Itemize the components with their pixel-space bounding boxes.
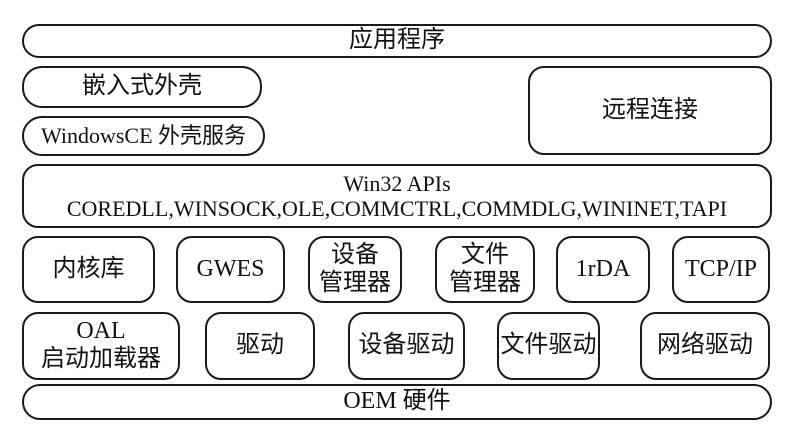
irda-box: 1rDA bbox=[556, 236, 650, 303]
oal-bootloader-box: OAL 启动加载器 bbox=[22, 312, 180, 380]
box-label: TCP/IP bbox=[684, 255, 758, 282]
applications-layer: 应用程序 bbox=[22, 24, 772, 58]
network-drivers-box: 网络驱动 bbox=[640, 312, 770, 380]
embedded-shell-box: 嵌入式外壳 bbox=[22, 66, 262, 108]
remote-connection-box: 远程连接 bbox=[528, 66, 772, 155]
drivers-box: 驱动 bbox=[205, 312, 315, 380]
file-manager-box: 文件 管理器 bbox=[435, 236, 535, 303]
wince-shell-services-box: WindowsCE 外壳服务 bbox=[22, 116, 265, 156]
box-label: 管理器 bbox=[449, 269, 521, 296]
remote-connection-label: 远程连接 bbox=[602, 96, 698, 123]
device-manager-box: 设备 管理器 bbox=[308, 236, 402, 303]
box-label: 文件 bbox=[461, 241, 509, 268]
box-label: 设备驱动 bbox=[358, 332, 455, 359]
box-label: 1rDA bbox=[575, 255, 631, 282]
file-drivers-box: 文件驱动 bbox=[497, 312, 600, 380]
kernel-library-box: 内核库 bbox=[22, 236, 155, 303]
win32-api-list: COREDLL,WINSOCK,OLE,COMMCTRL,COMMDLG,WIN… bbox=[66, 196, 728, 221]
box-label: 启动加载器 bbox=[41, 346, 161, 372]
box-label: OAL bbox=[76, 318, 126, 345]
device-drivers-box: 设备驱动 bbox=[348, 312, 465, 380]
applications-label: 应用程序 bbox=[349, 27, 445, 54]
win32-api-title: Win32 APIs bbox=[343, 170, 451, 196]
wince-shell-services-label: WindowsCE 外壳服务 bbox=[40, 123, 247, 149]
box-label: 驱动 bbox=[236, 332, 284, 359]
win32-api-layer: Win32 APIs COREDLL,WINSOCK,OLE,COMMCTRL,… bbox=[22, 164, 772, 228]
box-label: 网络驱动 bbox=[657, 332, 753, 359]
box-label: 设备 bbox=[331, 241, 379, 268]
box-label: 管理器 bbox=[319, 269, 391, 296]
gwes-box: GWES bbox=[176, 236, 285, 303]
oem-hardware-label: OEM 硬件 bbox=[343, 388, 451, 415]
box-label: 文件驱动 bbox=[500, 332, 597, 359]
box-label: GWES bbox=[196, 255, 265, 282]
embedded-shell-label: 嵌入式外壳 bbox=[82, 73, 202, 100]
oem-hardware-layer: OEM 硬件 bbox=[22, 384, 772, 420]
tcpip-box: TCP/IP bbox=[672, 236, 770, 303]
box-label: 内核库 bbox=[52, 255, 125, 282]
